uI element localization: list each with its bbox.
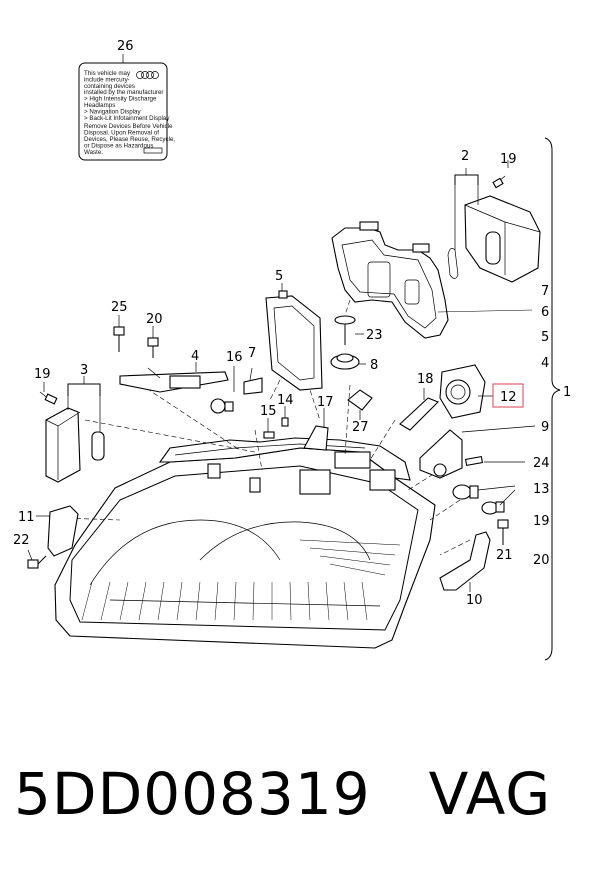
callout-2: 2 — [461, 149, 469, 164]
label-sticker-line: > High Intensity Discharge — [84, 96, 157, 103]
callout-5: 5 — [275, 269, 283, 284]
label-sticker-number: 26 — [117, 39, 134, 54]
leader-lines — [437, 309, 533, 313]
callout-1: 1 — [563, 385, 571, 400]
lens-grille — [81, 539, 401, 621]
callout-14: 14 — [277, 393, 294, 408]
cover-cap-8 — [330, 353, 366, 370]
clip-27 — [347, 389, 373, 420]
callout-10: 10 — [466, 593, 483, 608]
callout-12: 12 — [500, 390, 517, 405]
callout-19-top: 19 — [500, 152, 517, 167]
screws-left — [113, 315, 159, 358]
callout-23: 23 — [366, 328, 383, 343]
callout-18: 18 — [417, 372, 434, 387]
callout-7-right: 7 — [541, 284, 549, 299]
mounting-bracket-5 — [265, 283, 323, 391]
label-sticker-line: Headlamps — [84, 102, 115, 109]
assembly-bracket — [544, 137, 561, 661]
bulb-16 — [210, 366, 263, 414]
callout-8: 8 — [370, 358, 378, 373]
small-clips — [263, 406, 289, 439]
part-number-footer: 5DD008319 VAG — [14, 760, 594, 850]
label-sticker-line: containing devices — [84, 83, 135, 90]
label-sticker-line: > Navigation Display — [84, 108, 141, 115]
callout-19-left: 19 — [34, 367, 51, 382]
callout-27: 27 — [352, 420, 369, 435]
callout-9: 9 — [541, 420, 549, 435]
xenon-bulb-18 — [399, 388, 439, 431]
callout-numbers: 2 19 7 6 5 4 1 5 25 20 23 8 3 4 16 7 19 … — [13, 149, 571, 608]
bulb-17 — [303, 408, 329, 451]
audi-rings-icon — [136, 71, 159, 79]
screw-22 — [27, 549, 47, 569]
ballast-control-unit — [447, 160, 541, 283]
bracket-10 — [439, 531, 491, 592]
label-sticker-line: > Back-Lit Infotainment Display — [84, 115, 170, 122]
bracket-3 — [39, 376, 105, 483]
highlight-box-12 — [492, 383, 524, 408]
label-sticker-line: Devices, Please Reuse, Recycle, — [84, 136, 175, 143]
callout-22: 22 — [13, 533, 30, 548]
callout-4-right: 4 — [541, 356, 549, 371]
igniter-12 — [439, 364, 493, 419]
adjuster-bar-4 — [119, 362, 229, 393]
callout-3: 3 — [80, 363, 88, 378]
label-sticker-line: Waste. — [84, 149, 103, 156]
headlight-housing — [54, 437, 436, 649]
rear-cover-frame — [331, 221, 449, 339]
callout-15: 15 — [260, 404, 277, 419]
callout-11: 11 — [18, 510, 35, 525]
bracket-11 — [36, 505, 79, 557]
label-sticker-line: installed by the manufacturer — [84, 89, 163, 96]
callout-7: 7 — [248, 346, 256, 361]
callout-20: 20 — [146, 312, 163, 327]
screw-21 — [497, 519, 509, 545]
callout-24: 24 — [533, 456, 550, 471]
callout-17: 17 — [317, 395, 334, 410]
label-sticker-line: or Dispose as Hazardous — [84, 142, 153, 149]
callout-5-right: 5 — [541, 330, 549, 345]
callout-16: 16 — [226, 350, 243, 365]
label-sticker-line: include mercury- — [84, 76, 130, 83]
callout-6: 6 — [541, 305, 549, 320]
callout-19-bottom: 19 — [533, 514, 550, 529]
bulbs-13 — [452, 484, 516, 515]
leveling-motor-9 — [419, 425, 536, 479]
callout-21: 21 — [496, 548, 513, 563]
label-sticker-line: Disposal. Upon Removal of — [84, 130, 159, 137]
brand-name: VAG — [428, 760, 552, 828]
cover-cap-23 — [334, 315, 364, 345]
callout-13: 13 — [533, 482, 550, 497]
part-number: 5DD008319 — [14, 760, 371, 828]
callout-20-bottom: 20 — [533, 553, 550, 568]
label-sticker-line: This vehicle may — [84, 70, 131, 77]
callout-4: 4 — [191, 349, 199, 364]
callout-25: 25 — [111, 300, 128, 315]
label-sticker-line: Remove Devices Before Vehicle — [84, 123, 173, 130]
